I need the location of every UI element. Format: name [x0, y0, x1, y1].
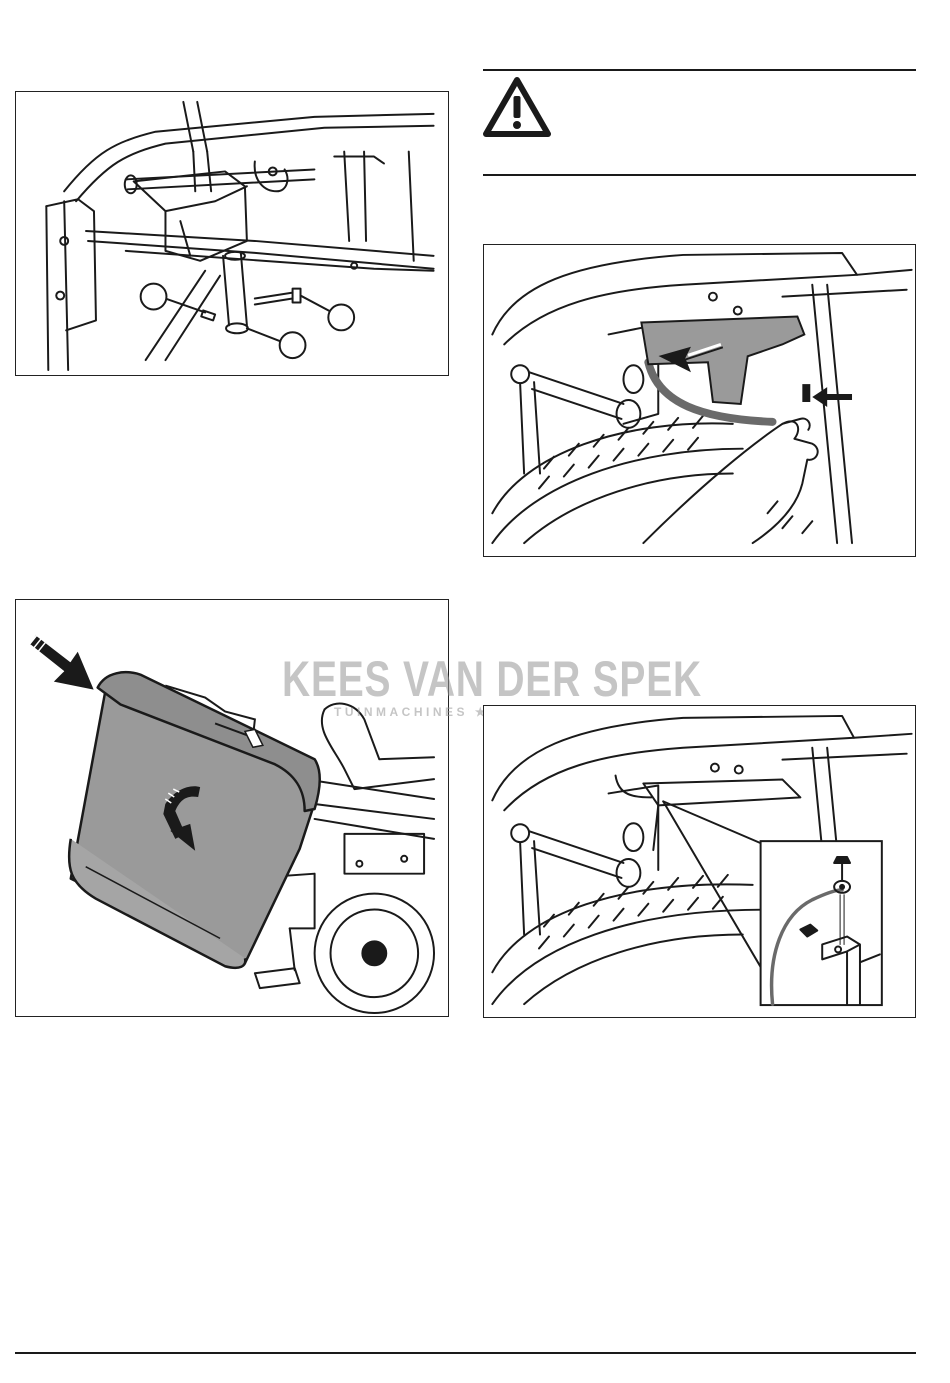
steering-bracket-illustration	[16, 92, 448, 375]
figure-grass-collector	[15, 599, 449, 1017]
figure-battery-cover	[483, 244, 916, 557]
ground-cable-illustration	[484, 706, 915, 1017]
figure-ground-cable	[483, 705, 916, 1018]
warning-triangle-icon	[483, 76, 551, 138]
figure-steering-bracket	[15, 91, 449, 376]
footer-rule	[15, 1352, 916, 1354]
warning-rule-top	[483, 69, 916, 71]
grass-collector-illustration	[16, 600, 448, 1016]
battery-cover-illustration	[484, 245, 915, 556]
warning-rule-bottom	[483, 174, 916, 176]
